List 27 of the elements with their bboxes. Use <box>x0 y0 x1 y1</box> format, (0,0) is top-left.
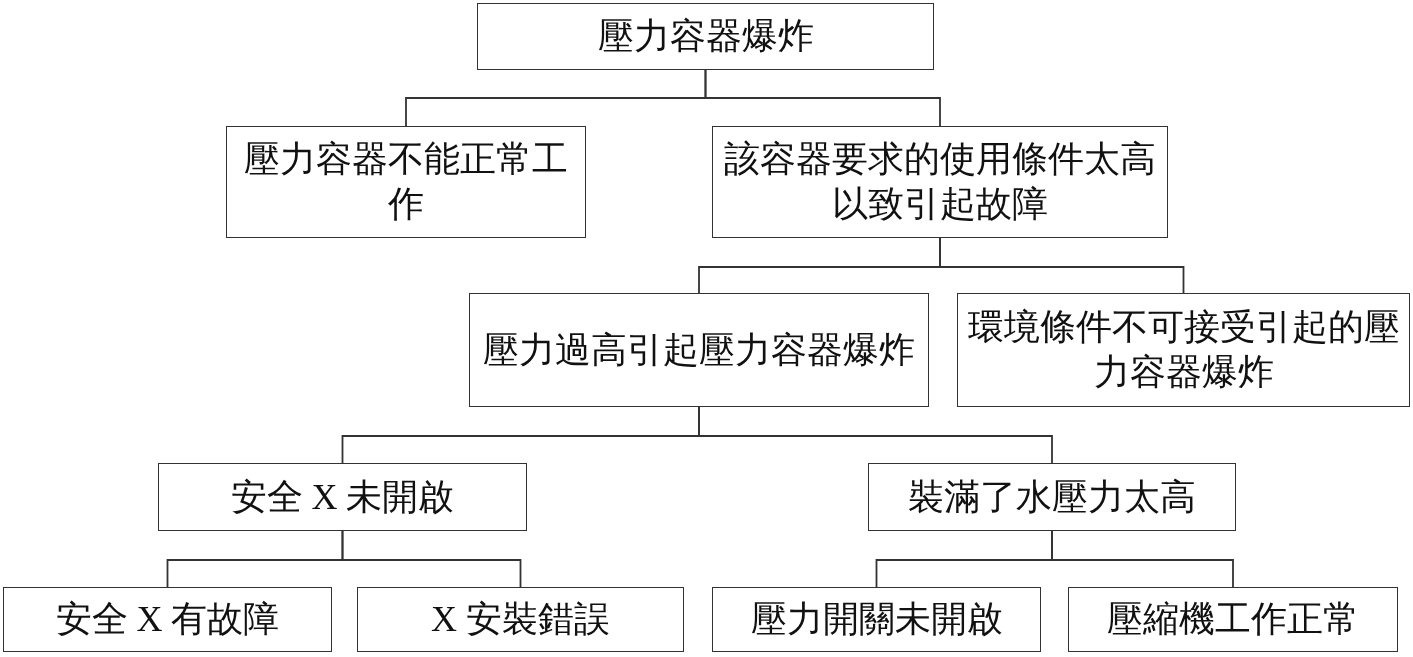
fault-box <box>712 126 1168 238</box>
box-text: 裝滿了水壓力太高 <box>907 475 1197 519</box>
box-text: 壓力容器不能正常工作 <box>243 138 569 226</box>
fault-box <box>226 126 586 238</box>
fault-box <box>1068 587 1398 652</box>
connector-line <box>341 530 522 588</box>
fault-box <box>957 293 1410 407</box>
fault-box <box>477 3 934 70</box>
connector-line <box>704 69 941 127</box>
box-text: 環境條件不可接受引起的壓力容器爆炸 <box>966 306 1401 394</box>
box-text: 壓力過高引起壓力容器爆炸 <box>482 328 916 372</box>
box-text: X 安裝錯誤 <box>430 598 611 641</box>
box-text: 安全 X 有故障 <box>54 598 281 641</box>
connector-line <box>1051 530 1234 588</box>
connector-line <box>939 237 1185 294</box>
connector-line <box>698 406 1053 464</box>
fault-box <box>868 463 1236 531</box>
fault-box <box>357 587 684 652</box>
box-text: 該容器要求的使用條件太高以致引起故障 <box>723 138 1157 226</box>
box-text: 安全 X 未開啟 <box>229 475 456 519</box>
box-text: 壓力開關未開啟 <box>749 598 1004 641</box>
fault-box <box>712 587 1041 652</box>
fault-box <box>158 463 527 531</box>
fault-box <box>3 587 332 652</box>
fault-box <box>469 293 929 407</box>
box-text: 壓力容器爆炸 <box>596 15 815 58</box>
box-text: 壓縮機工作正常 <box>1106 598 1360 641</box>
